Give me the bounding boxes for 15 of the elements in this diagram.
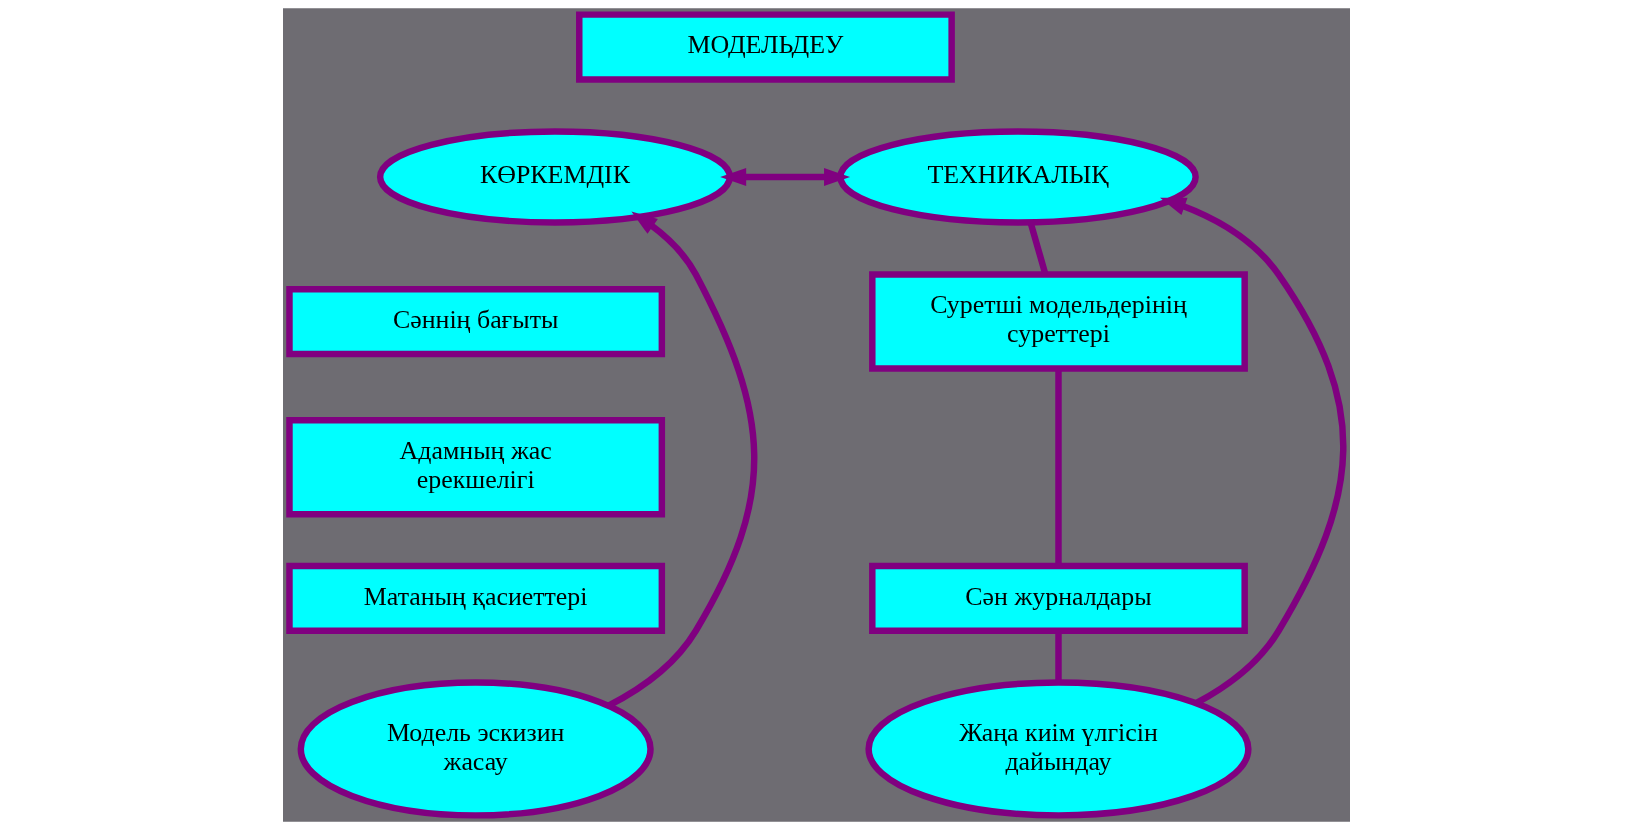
connector (1054, 631, 1062, 683)
arrow (719, 167, 850, 187)
node-box: Суретші модельдерінің суреттері (868, 271, 1248, 372)
node-ellipse: Жаңа киім үлгісін дайындау (864, 679, 1252, 819)
node-box: Адамның жас ерекшелігі (285, 417, 665, 518)
connector (1054, 368, 1062, 566)
node-box: Сәннің бағыты (285, 285, 665, 358)
node-ellipse: Модель эскизин жасау (297, 679, 654, 819)
arrow (606, 211, 757, 709)
node-ellipse: КӨРКЕМДІК (376, 128, 733, 226)
node-ellipse: ТЕХНИКАЛЫҚ (836, 128, 1199, 226)
node-box: Матаның қасиеттері (285, 562, 665, 634)
node-box: Сән журналдары (868, 562, 1248, 634)
node-box: МОДЕЛЬДЕУ (575, 11, 955, 83)
arrow (1159, 197, 1346, 706)
